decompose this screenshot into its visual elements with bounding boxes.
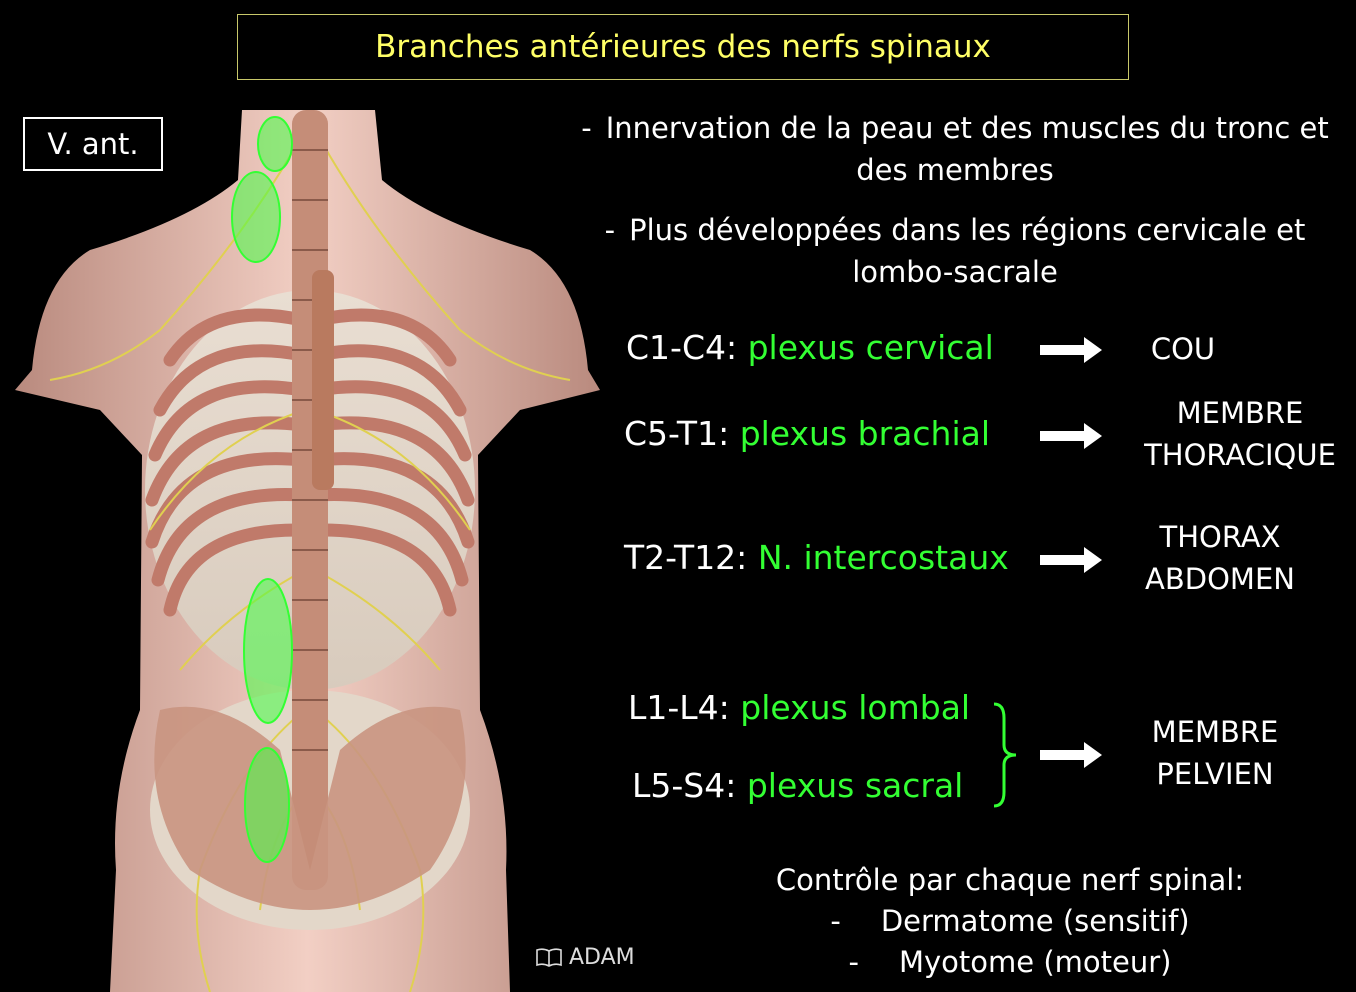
target-line: MEMBRE: [1151, 715, 1279, 749]
plexus-segments: L5-S4:: [632, 766, 737, 805]
book-icon: [536, 948, 562, 967]
plexus-segments: C1-C4:: [626, 328, 738, 367]
right-arrow-icon: [1040, 547, 1102, 573]
right-arrow-icon: [1040, 423, 1102, 449]
bullet-line: Innervation de la peau et des muscles du…: [605, 111, 1329, 145]
cervical-plexus-highlight: [257, 116, 293, 172]
plexus-segments: T2-T12:: [624, 538, 748, 577]
control-text: Dermatome (sensitif): [880, 904, 1190, 938]
sacral-plexus-highlight: [244, 747, 290, 863]
plexus-name: plexus cervical: [747, 328, 994, 367]
plexus-segments: C5-T1:: [624, 414, 730, 453]
view-label: V. ant.: [47, 127, 139, 161]
target-lumbosacral: MEMBRE PELVIEN: [1130, 711, 1300, 795]
target-line: MEMBRE: [1176, 396, 1304, 430]
ribs: [145, 308, 475, 617]
target-line: THORACIQUE: [1144, 438, 1336, 472]
torso-illustration: [15, 110, 600, 992]
plexus-name: plexus lombal: [740, 688, 971, 727]
target-cervical: COU: [1120, 328, 1246, 370]
target-intercostal: THORAX ABDOMEN: [1130, 516, 1310, 600]
control-dash: -: [830, 904, 841, 938]
credit-text: ADAM: [569, 945, 635, 970]
control-text: Myotome (moteur): [898, 945, 1172, 979]
control-dash: -: [848, 945, 859, 979]
target-line: PELVIEN: [1156, 757, 1274, 791]
plexus-row-lumbar: L1-L4: plexus lombal: [628, 688, 970, 727]
page-title: Branches antérieures des nerfs spinaux: [375, 29, 991, 65]
title-box: Branches antérieures des nerfs spinaux: [237, 14, 1129, 80]
bullet-line: des membres: [856, 153, 1054, 187]
bullet-dash: -: [604, 213, 616, 247]
right-arrow-icon: [1040, 742, 1102, 768]
plexus-highlights: [231, 116, 293, 863]
control-block: Contrôle par chaque nerf spinal: -Dermat…: [700, 860, 1320, 983]
control-item-dermatome: - Dermatome (sensitif): [700, 901, 1320, 942]
plexus-row-brachial: C5-T1: plexus brachial: [624, 414, 990, 453]
plexus-row-intercostal: T2-T12: N. intercostaux: [624, 538, 1009, 577]
plexus-name: plexus sacral: [746, 766, 964, 805]
target-brachial: MEMBRE THORACIQUE: [1140, 392, 1340, 476]
pelvis: [154, 706, 466, 910]
bullet-line: lombo-sacrale: [852, 255, 1058, 289]
bullet-dash: -: [581, 111, 592, 145]
lumbar-plexus-highlight: [243, 578, 293, 724]
right-arrow-icon: [1040, 337, 1102, 363]
bullet-line: Plus développées dans les régions cervic…: [629, 213, 1306, 247]
plexus-name: plexus brachial: [739, 414, 991, 453]
sternum: [312, 270, 334, 490]
plexus-row-sacral: L5-S4: plexus sacral: [632, 766, 963, 805]
bullet-development: -Plus développées dans les régions cervi…: [555, 209, 1355, 293]
bullet-innervation: -Innervation de la peau et des muscles d…: [555, 107, 1355, 191]
plexus-segments: L1-L4:: [628, 688, 730, 727]
credit: ADAM: [535, 945, 635, 970]
plexus-row-cervical: C1-C4: plexus cervical: [626, 328, 994, 367]
plexus-name: N. intercostaux: [757, 538, 1009, 577]
target-line: ABDOMEN: [1145, 562, 1295, 596]
brachial-plexus-highlight: [231, 171, 281, 263]
target-line: COU: [1150, 332, 1216, 366]
control-heading: Contrôle par chaque nerf spinal:: [775, 863, 1245, 897]
right-brace-icon: [993, 702, 1017, 808]
control-item-myotome: - Myotome (moteur): [700, 942, 1320, 983]
view-label-box: V. ant.: [23, 117, 163, 171]
target-line: THORAX: [1159, 520, 1281, 554]
